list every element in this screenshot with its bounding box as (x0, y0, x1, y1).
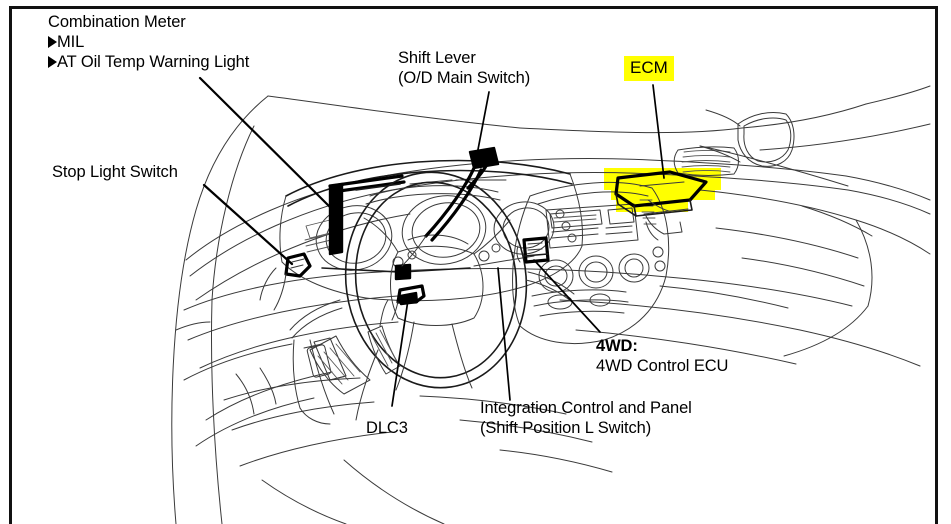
dash-lower-body (183, 268, 921, 447)
ecm-module (614, 170, 708, 241)
left-door-trim (175, 125, 255, 524)
dlc3-connector (391, 284, 426, 321)
callout-dlc3: DLC3 (366, 418, 408, 438)
callout-stop-light-switch-line1: Stop Light Switch (52, 163, 178, 181)
right-triangle-bullet-icon (48, 36, 57, 48)
leader-integration-control (497, 267, 511, 401)
steering-wheel (344, 171, 528, 391)
callout-combination-meter-line2: MIL (48, 32, 249, 52)
callout-integration-control: Integration Control and Panel (Shift Pos… (480, 398, 692, 438)
combination-meter-indicator (321, 174, 535, 281)
instrument-cluster-hood (279, 159, 583, 302)
right-triangle-bullet-icon (48, 56, 57, 68)
leader-lines (198, 76, 665, 407)
leader-four-wd (533, 259, 601, 333)
callout-combination-meter: Combination Meter MIL AT Oil Temp Warnin… (48, 12, 249, 72)
passenger-air-vent (673, 146, 739, 176)
callout-integration-control-line2: (Shift Position L Switch) (480, 419, 652, 437)
steering-column-stalks (289, 271, 575, 421)
pedals (292, 299, 401, 425)
side-mirror (699, 109, 849, 187)
cabin-outline (171, 85, 931, 524)
callout-integration-control-line1: Integration Control and Panel (480, 399, 692, 417)
callout-dlc3-line1: DLC3 (366, 419, 408, 437)
callout-stop-light-switch: Stop Light Switch (52, 162, 178, 182)
leader-stop-light-switch (202, 183, 294, 266)
floor-and-lower-panels (223, 367, 613, 524)
callout-ecm-label: ECM (630, 58, 668, 77)
callout-four-wd-line1: 4WD: (596, 337, 638, 355)
leader-shift-lever (475, 91, 490, 161)
callout-shift-lever: Shift Lever (O/D Main Switch) (398, 48, 530, 88)
leader-dlc3 (391, 299, 409, 407)
callout-combination-meter-line3: AT Oil Temp Warning Light (48, 52, 249, 72)
callout-four-wd-line2: 4WD Control ECU (596, 357, 729, 375)
stop-light-switch-component (259, 252, 312, 311)
leader-combination-meter (198, 76, 340, 217)
four-wd-control-ecu-switch (516, 245, 521, 263)
callout-ecm: ECM (624, 56, 674, 81)
callout-shift-lever-line1: Shift Lever (398, 49, 476, 67)
passenger-side-panel (699, 189, 931, 357)
callout-combination-meter-line1: Combination Meter (48, 13, 186, 31)
leader-ecm (652, 84, 665, 179)
callout-four-wd: 4WD: 4WD Control ECU (596, 336, 728, 376)
callout-shift-lever-line2: (O/D Main Switch) (398, 69, 531, 87)
